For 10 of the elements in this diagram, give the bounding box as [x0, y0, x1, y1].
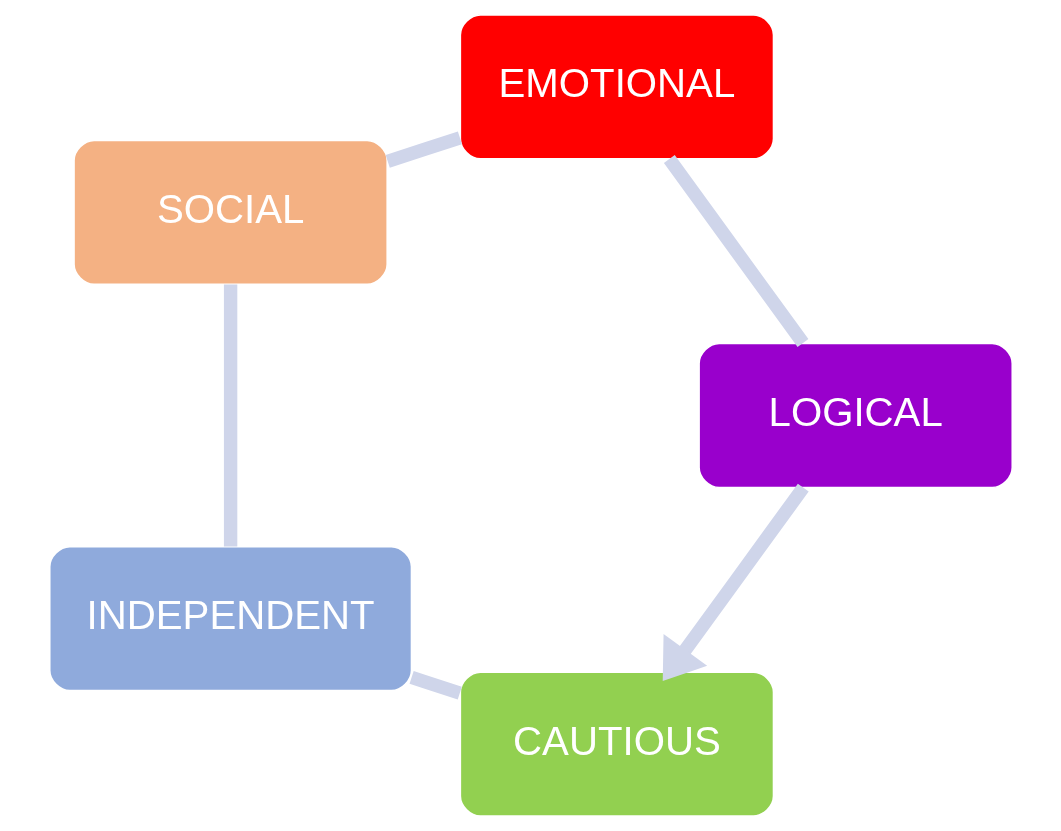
node-box: INDEPENDENT — [48, 545, 412, 692]
connector — [223, 284, 237, 547]
arrow — [662, 483, 809, 682]
node-box: LOGICAL — [697, 342, 1013, 489]
connector — [663, 155, 808, 347]
node-box: EMOTIONAL — [458, 14, 774, 160]
connector — [385, 131, 462, 168]
connector — [409, 671, 462, 700]
node-box: CAUTIOUS — [458, 671, 774, 817]
node-box: SOCIAL — [72, 139, 388, 286]
